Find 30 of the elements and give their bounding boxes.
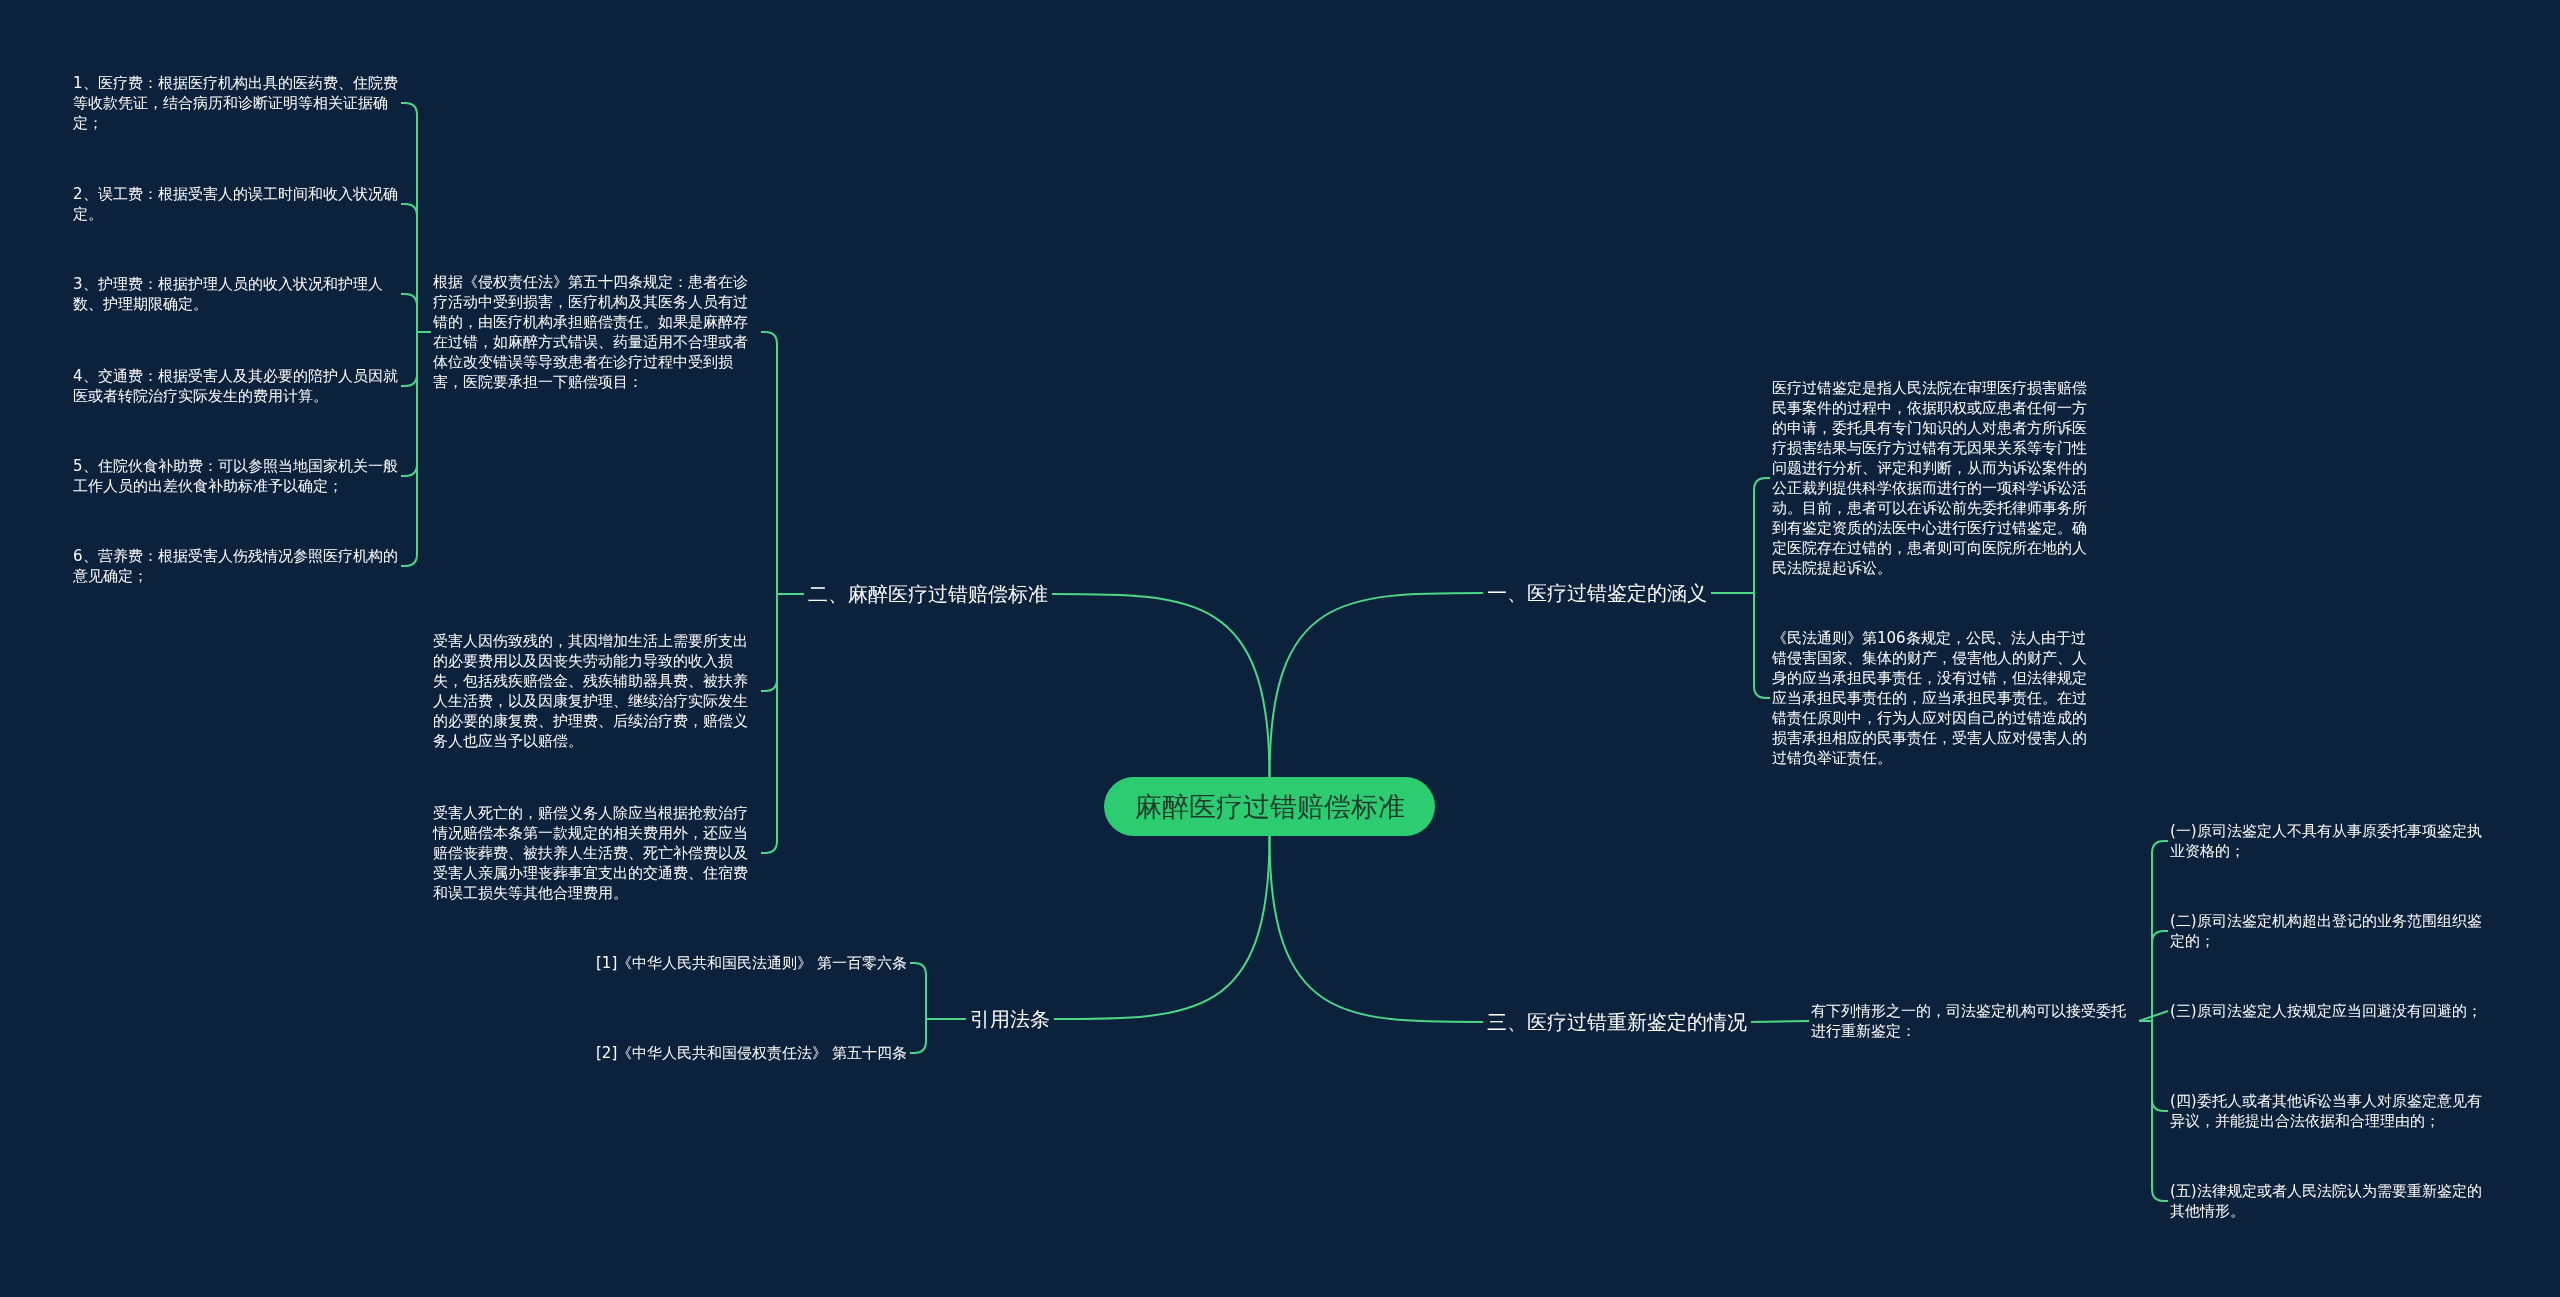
central-topic: 麻醉医疗过错赔偿标准 [1104,777,1435,836]
topic-text: (一)原司法鉴定人不具有从事原委托事项鉴定执业资格的； [2168,821,2498,861]
topic-text: [2]《中华人民共和国侵权责任法》 第五十四条 [594,1043,910,1063]
topic-text: (三)原司法鉴定人按规定应当回避没有回避的； [2168,1001,2498,1021]
topic-text: 有下列情形之一的，司法鉴定机构可以接受委托进行重新鉴定： [1809,1001,2139,1041]
topic-text: (二)原司法鉴定机构超出登记的业务范围组织鉴定的； [2168,911,2498,951]
connector-line [1053,835,1271,1020]
topic-text: (五)法律规定或者人民法院认为需要重新鉴定的其他情形。 [2168,1181,2498,1221]
topic-text: 受害人因伤致残的，其因增加生活上需要所支出的必要费用以及因丧失劳动能力导致的收入损失，包括残疾赔偿金、残疾辅助器具费、被扶养人生活费，以及因康复护理、继续治疗实际发生的必要的康复费、护理费、后续治疗费，赔偿义务人也应当予以赔偿。 [431,631,761,751]
connector-line [1750,1020,1810,1023]
topic-text: (四)委托人或者其他诉讼当事人对原鉴定意见有异议，并能提出合法依据和合理理由的； [2168,1091,2498,1131]
branch-topic: 一、医疗过错鉴定的涵义 [1483,579,1711,607]
topic-text: 3、护理费：根据护理人员的收入状况和护理人数、护理期限确定。 [71,274,401,314]
topic-text: 6、营养费：根据受害人伤残情况参照医疗机构的意见确定； [71,546,401,586]
connector-line [2138,1010,2169,1022]
topic-text: 根据《侵权责任法》第五十四条规定：患者在诊疗活动中受到损害，医疗机构及其医务人员有过错的，由医疗机构承担赔偿责任。如果是麻醉存在过错，如麻醉方式错误、药量适用不合理或者体位改变错误等导致患者在诊疗过程中受到损害，医院要承担一下赔偿项目： [431,272,761,392]
connector-line [1268,835,1484,1023]
connector-line [909,1018,967,1054]
branch-topic: 二、麻醉医疗过错赔偿标准 [804,580,1052,608]
branch-topic: 三、医疗过错重新鉴定的情况 [1483,1008,1751,1036]
branch-topic: 引用法条 [966,1005,1054,1033]
topic-text: 《民法通则》第106条规定，公民、法人由于过错侵害国家、集体的财产，侵害他人的财产、人身的应当承担民事责任，没有过错，但法律规定应当承担民事责任的，应当承担民事责任。在过错责任原则中，行为人应对因自己的过错造成的损害承担相应的民事责任，受害人应对侵害人的过错负举证责任。 [1770,628,2100,768]
topic-text: 1、医疗费：根据医疗机构出具的医药费、住院费等收款凭证，结合病历和诊断证明等相关证据确定； [71,73,401,133]
topic-text: 4、交通费：根据受害人及其必要的陪护人员因就医或者转院治疗实际发生的费用计算。 [71,366,401,406]
topic-text: 受害人死亡的，赔偿义务人除应当根据抢救治疗情况赔偿本条第一款规定的相关费用外，还应当赔偿丧葬费、被扶养人生活费、死亡补偿费以及受害人亲属办理丧葬事宜支出的交通费、住宿费和误工损失等其他合理费用。 [431,803,761,903]
topic-text: 医疗过错鉴定是指人民法院在审理医疗损害赔偿民事案件的过程中，依据职权或应患者任何一方的申请，委托具有专门知识的人对患者方所诉医疗损害结果与医疗方过错有无因果关系等专门性问题进行分析、评定和判断，从而为诉讼案件的公正裁判提供科学依据而进行的一项科学诉讼活动。目前，患者可以在诉讼前先委托律师事务所到有鉴定资质的法医中心进行医疗过错鉴定。确定医院存在过错的，患者则可向医院所在地的人民法院提起诉讼。 [1770,378,2100,578]
topic-text: 5、住院伙食补助费：可以参照当地国家机关一般工作人员的出差伙食补助标准予以确定； [71,456,401,496]
topic-text: 2、误工费：根据受害人的误工时间和收入状况确定。 [71,184,401,224]
connector-line [1051,593,1271,778]
topic-text: [1]《中华人民共和国民法通则》 第一百零六条 [594,953,910,973]
